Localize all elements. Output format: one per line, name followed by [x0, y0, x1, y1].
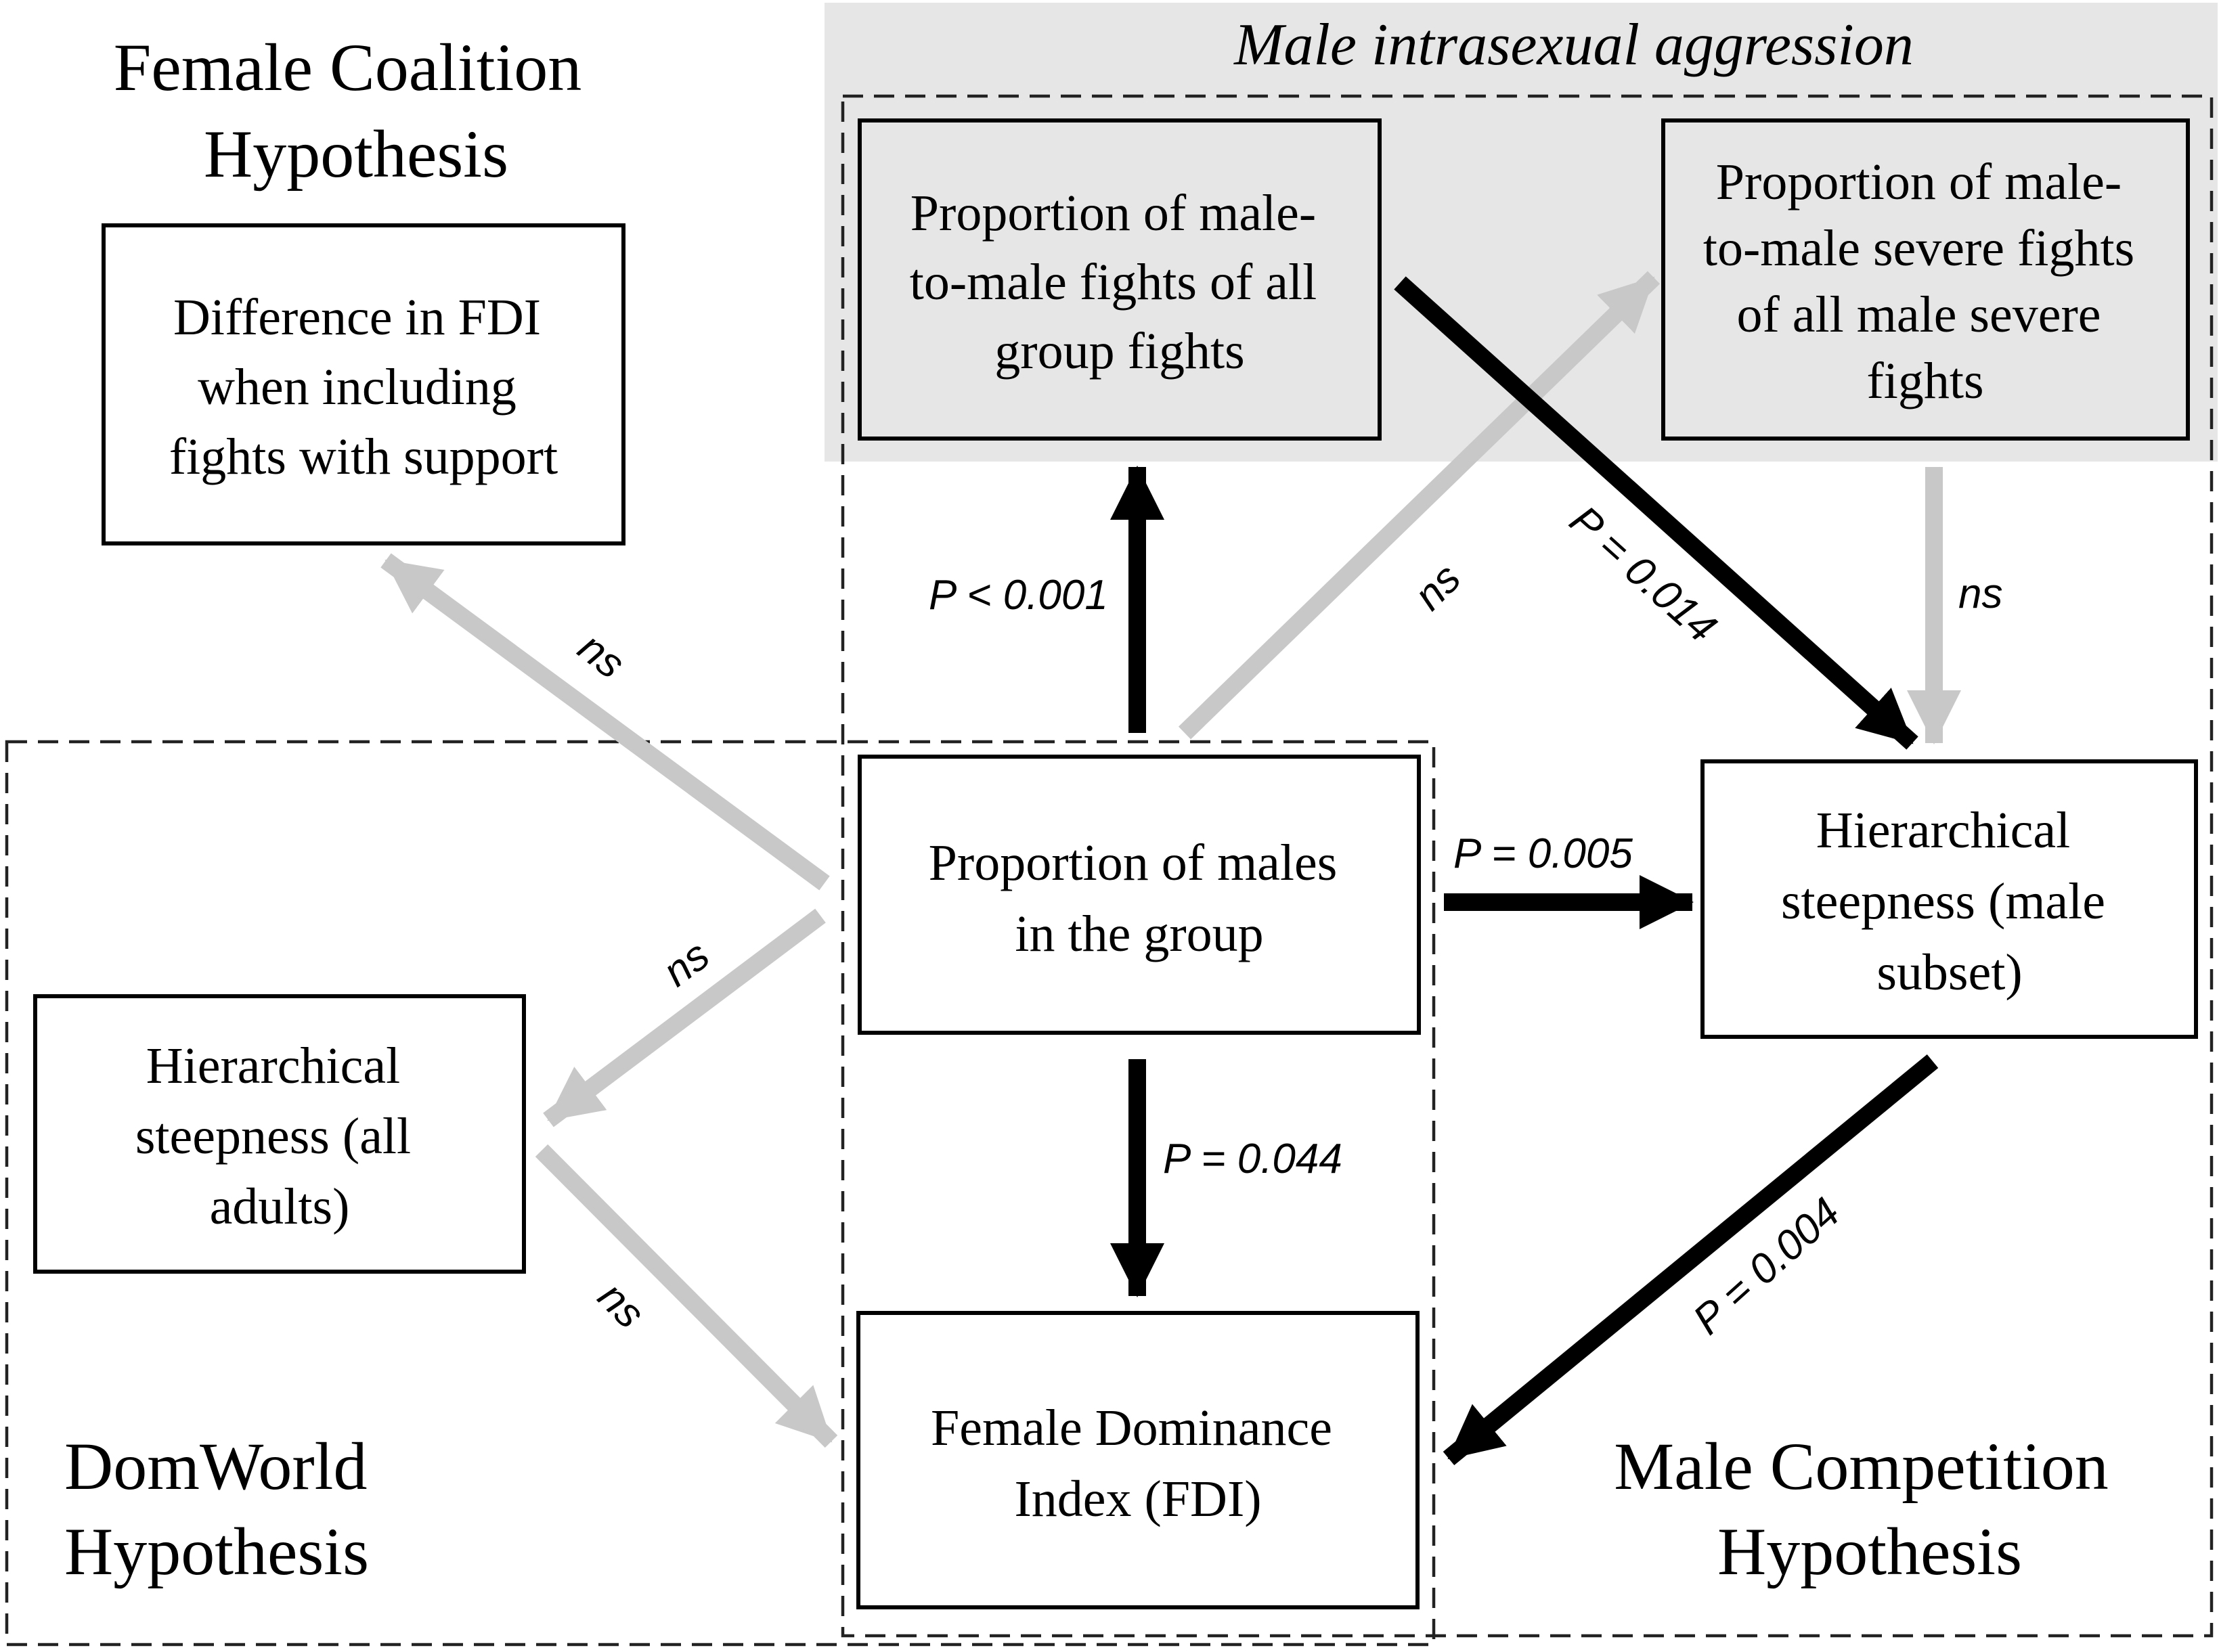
hyp-line: Hypothesis [64, 1514, 369, 1589]
node-male-severe-fights: Proportion of male- to-male severe fight… [1661, 118, 2190, 441]
node-line: to-male severe fights [1703, 220, 2134, 277]
svg-text:Proportion of male- to-m: Proportion of male- to-male severe fight… [1703, 154, 2147, 409]
node-line: Proportion of male- [1716, 154, 2122, 210]
edge-steep-male-to-fdi [1443, 1054, 1939, 1466]
edge-males-to-fdi-diff [380, 553, 830, 891]
svg-text:Proportion of males in t: Proportion of males in the group [929, 834, 1350, 962]
edge-label-males-to-fdi-diff: ns [569, 624, 633, 688]
node-line: Index (FDI) [1014, 1471, 1261, 1527]
edge-label-males-to-steep-male: P = 0.005 [1453, 830, 1633, 877]
edge-label-males-to-male-fights: P < 0.001 [929, 572, 1108, 619]
hyp-line: Female Coalition [114, 30, 582, 105]
hyp-line: Male Competition [1614, 1429, 2108, 1504]
edge-label-male-severe-to-steep-male: ns [1958, 571, 2002, 617]
svg-text:Female Dominance Index (: Female Dominance Index (FDI) [931, 1400, 1345, 1527]
svg-text:Hierarchical steepness (: Hierarchical steepness (male subset) [1781, 802, 2118, 1001]
node-line: fights [1866, 353, 1983, 409]
node-line: steepness (male [1781, 873, 2105, 930]
svg-text:Hierarchical steepness (: Hierarchical steepness (all adults) [135, 1037, 424, 1235]
node-line: Hierarchical [1816, 802, 2071, 859]
edge-males-to-male-severe [1178, 271, 1661, 740]
edge-label-males-to-fdi: P = 0.044 [1163, 1136, 1342, 1182]
node-line: to-male fights of all [910, 254, 1317, 311]
hyp-line: Hypothesis [1717, 1514, 2022, 1589]
domworld-hypothesis-label: DomWorld Hypothesis [64, 1429, 384, 1589]
node-line: adults) [210, 1178, 350, 1235]
male-competition-hypothesis-label: Male Competition Hypothesis [1614, 1429, 2125, 1589]
female-coalition-hypothesis-label: Female Coalition Hypothesis [114, 30, 599, 192]
edge-label-steep-male-to-fdi: P = 0.004 [1684, 1189, 1849, 1344]
edge-males-to-steep-all [543, 908, 826, 1128]
node-line: Proportion of males [929, 834, 1338, 891]
male-competition-region [841, 94, 2214, 1638]
male-aggression-title: Male intrasexual aggression [1233, 12, 1914, 78]
node-line: Female Dominance [931, 1400, 1332, 1456]
node-line: steepness (all [135, 1108, 411, 1165]
node-steepness-all-adults: Hierarchical steepness (all adults) [33, 994, 526, 1274]
node-line: in the group [1015, 906, 1263, 962]
node-steepness-male-subset: Hierarchical steepness (male subset) [1700, 759, 2198, 1039]
edge-label-male-fights-to-steep-male: P = 0.014 [1561, 497, 1726, 652]
edge-label-steep-all-to-fdi: ns [589, 1273, 653, 1337]
edge-label-males-to-steep-all: ns [655, 932, 718, 996]
svg-text:Proportion of male- to-m: Proportion of male- to-male fights of al… [910, 185, 1330, 380]
edge-male-fights-to-steep-male [1394, 276, 1918, 750]
hyp-line: Hypothesis [204, 116, 508, 192]
svg-text:Difference in FDI when i: Difference in FDI when including fights … [169, 289, 558, 485]
node-line: fights with support [169, 428, 558, 485]
node-line: subset) [1876, 944, 2022, 1001]
node-male-fights: Proportion of male- to-male fights of al… [858, 118, 1382, 441]
hyp-line: DomWorld [64, 1429, 367, 1504]
node-proportion-males: Proportion of males in the group [858, 755, 1421, 1035]
node-line: Hierarchical [146, 1037, 401, 1094]
node-fdi-difference: Difference in FDI when including fights … [102, 223, 625, 545]
node-fdi: Female Dominance Index (FDI) [856, 1311, 1420, 1609]
node-line: group fights [994, 323, 1244, 380]
node-line: Difference in FDI [173, 289, 541, 346]
edge-steep-all-to-fdi [535, 1144, 838, 1448]
node-line: of all male severe [1736, 286, 2101, 343]
domworld-region [5, 740, 1436, 1647]
edge-label-males-to-male-severe: ns [1405, 555, 1470, 619]
node-line: when including [198, 359, 517, 416]
node-line: Proportion of male- [910, 185, 1316, 242]
